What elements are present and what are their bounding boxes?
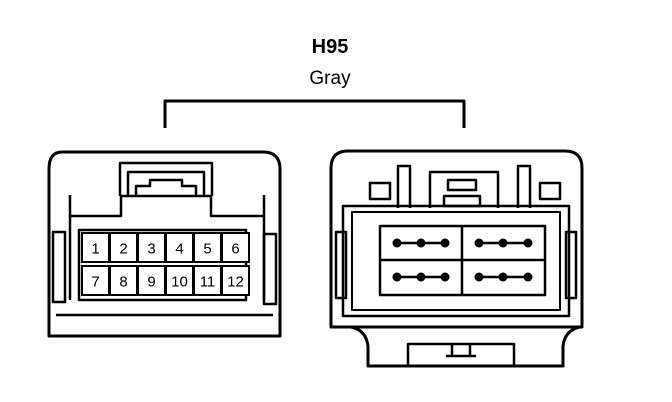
pin-cell (221, 232, 250, 263)
left-housing (47, 150, 282, 338)
pin-number-label: 6 (231, 241, 239, 258)
right-hood-tab (446, 344, 476, 358)
right-hood-latch (406, 342, 516, 366)
pin-cell (109, 265, 138, 296)
pin-cell (221, 265, 250, 296)
terminal-dot (392, 272, 402, 282)
pin-number-label: 8 (119, 274, 127, 291)
right-lock-tab (442, 194, 482, 208)
pin-number-label: 1 (91, 241, 99, 258)
terminal-dot (523, 272, 533, 282)
connector-color-label: Gray (309, 68, 351, 89)
terminal-dot (474, 272, 484, 282)
pin-number-label: 4 (175, 241, 183, 258)
terminal-dot (474, 238, 484, 248)
title-bracket (163, 99, 466, 128)
terminal-dot (523, 238, 533, 248)
pin-cell (165, 232, 194, 263)
right-lower-hood (350, 325, 581, 368)
terminal-dot (416, 238, 426, 248)
right-lock-slot (446, 178, 478, 192)
pin-number-label: 7 (91, 274, 99, 291)
right-lock-post-right (516, 164, 532, 208)
mating-side-view (329, 149, 584, 368)
terminal-dot (440, 238, 450, 248)
terminal-dot (392, 238, 402, 248)
left-side-notch-right (262, 232, 278, 306)
right-housing (329, 149, 584, 329)
right-side-notch-right (564, 230, 578, 300)
right-side-notch-left (334, 230, 348, 300)
terminal-dot (498, 238, 508, 248)
right-lock-housing (428, 170, 500, 208)
right-inner-frame-2 (351, 211, 561, 311)
pin-number-label: 3 (147, 241, 155, 258)
left-lock-tab (134, 178, 198, 196)
terminal-dot (498, 272, 508, 282)
pin-number-label: 5 (203, 241, 211, 258)
connector-id-label: H95 (311, 36, 349, 58)
pin-cell (193, 232, 222, 263)
pin-number-label: 9 (147, 274, 155, 291)
right-lock-post-left (396, 164, 412, 208)
left-side-notch (51, 230, 67, 304)
pin-cell (193, 265, 222, 296)
pin-number-label: 12 (227, 274, 244, 291)
terminal-dot (416, 272, 426, 282)
pin-cell (137, 232, 166, 263)
terminal-dot (440, 272, 450, 282)
pin-number-label: 10 (171, 274, 188, 291)
left-lock-housing (118, 161, 214, 196)
pin-number-label: 11 (200, 274, 216, 291)
right-top-square-left (368, 181, 392, 201)
terminals (392, 238, 533, 282)
pin-cell (165, 265, 194, 296)
right-terminal-dividers (380, 226, 545, 295)
right-top-square-right (538, 181, 562, 201)
left-lock-inner (126, 170, 206, 196)
pin-number-label: 2 (119, 241, 127, 258)
